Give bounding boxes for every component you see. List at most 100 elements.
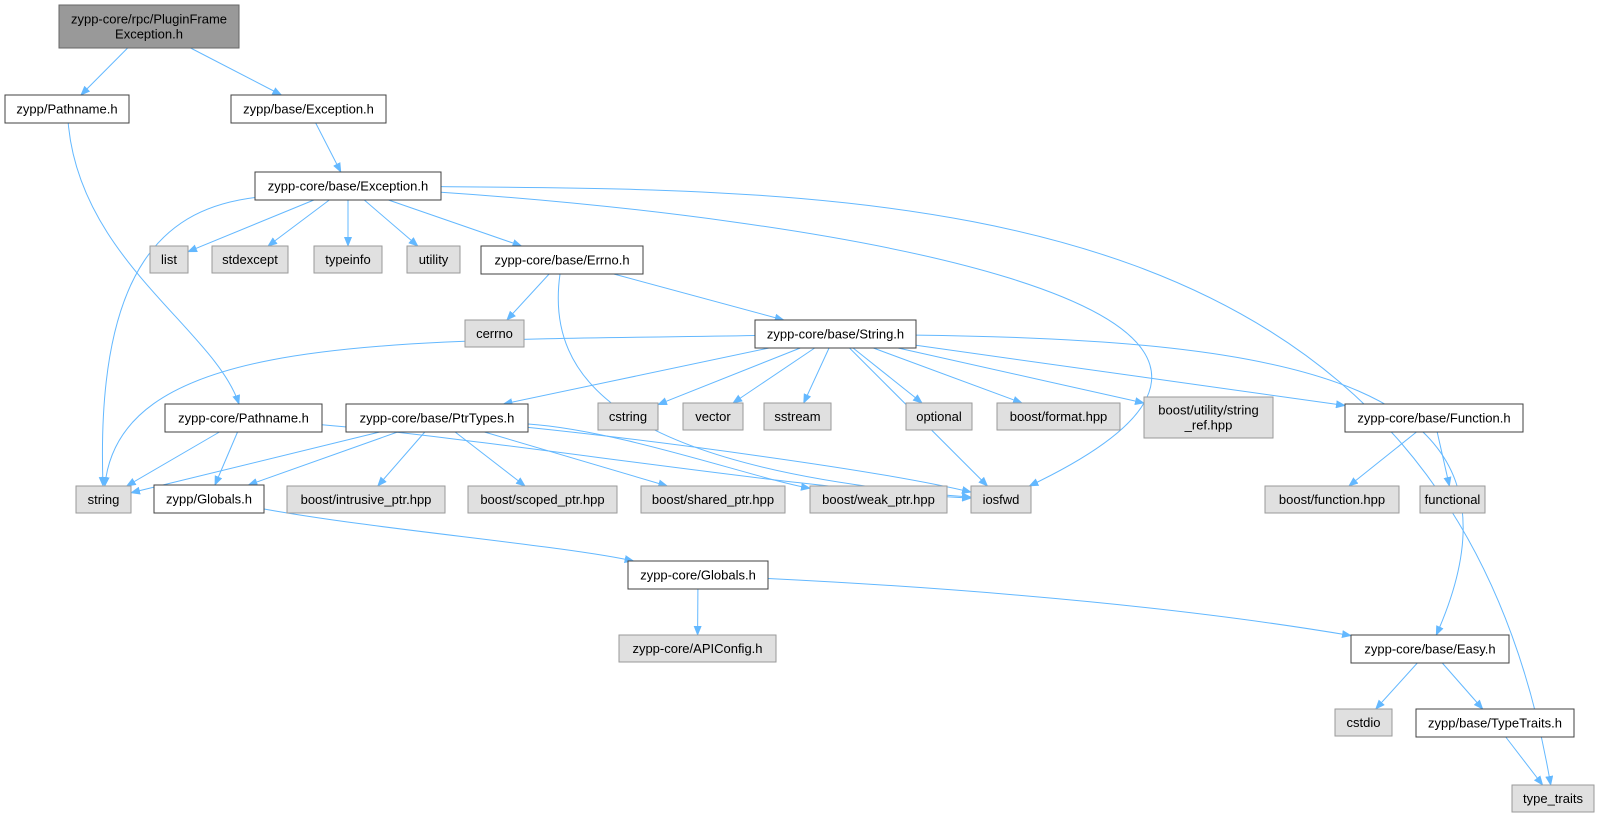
node-label: Exception.h bbox=[115, 27, 183, 42]
node-func[interactable]: zypp-core/base/Function.h bbox=[1344, 403, 1524, 433]
node-box bbox=[1350, 634, 1510, 664]
edge-strh-to-func bbox=[915, 344, 1346, 409]
node-label: zypp-core/base/Easy.h bbox=[1364, 642, 1495, 657]
edge-ptr-to-string bbox=[130, 431, 380, 495]
edge-zp_bexc-to-zc_bexc bbox=[315, 122, 342, 173]
node-stdexcept: stdexcept bbox=[211, 245, 289, 274]
edge-errno-to-cerrno bbox=[506, 273, 550, 321]
edge-zc_bexc-to-type_traits bbox=[440, 186, 1554, 786]
node-label: zypp/Pathname.h bbox=[16, 102, 117, 117]
node-strh[interactable]: zypp-core/base/String.h bbox=[754, 319, 917, 349]
node-bweak: boost/weak_ptr.hpp bbox=[809, 485, 948, 514]
edge-ptr-to-bweak bbox=[527, 423, 811, 491]
node-box bbox=[597, 402, 659, 431]
edge-strh-to-sstream bbox=[803, 347, 830, 404]
edge-easy-to-ttraits bbox=[1441, 662, 1484, 710]
node-ttraits[interactable]: zypp/base/TypeTraits.h bbox=[1415, 708, 1575, 738]
node-label: vector bbox=[695, 409, 731, 424]
node-box bbox=[480, 245, 644, 275]
edge-ptr-to-iosfwd bbox=[527, 426, 972, 494]
edge-zc_glob-to-easy bbox=[767, 577, 1352, 639]
node-label: boost/function.hpp bbox=[1279, 492, 1385, 507]
node-box bbox=[153, 484, 265, 514]
edge-zc_bexc-to-stdexcept bbox=[267, 199, 330, 247]
node-box bbox=[313, 245, 383, 274]
node-type_traits: type_traits bbox=[1511, 784, 1595, 813]
node-bformat: boost/format.hpp bbox=[996, 402, 1121, 431]
edge-strh-to-bformat bbox=[873, 347, 1023, 404]
node-label: functional bbox=[1425, 492, 1481, 507]
node-box bbox=[1143, 396, 1274, 439]
node-box bbox=[164, 403, 323, 433]
node-label: zypp-core/base/PtrTypes.h bbox=[360, 411, 515, 426]
node-box bbox=[211, 245, 289, 274]
node-label: boost/scoped_ptr.hpp bbox=[480, 492, 604, 507]
node-box bbox=[345, 403, 529, 433]
node-zp_bexc[interactable]: zypp/base/Exception.h bbox=[230, 94, 387, 124]
node-label: zypp-core/Pathname.h bbox=[178, 411, 309, 426]
edge-ptr-to-bintr bbox=[377, 431, 426, 487]
node-optional: optional bbox=[905, 402, 973, 431]
node-box bbox=[254, 171, 442, 201]
edge-strh-to-string bbox=[101, 334, 756, 487]
edge-func-to-bfunc bbox=[1348, 431, 1417, 487]
node-box bbox=[618, 634, 777, 663]
edge-zc_bexc-to-errno bbox=[388, 199, 523, 247]
node-errno[interactable]: zypp-core/base/Errno.h bbox=[480, 245, 644, 275]
node-bshared: boost/shared_ptr.hpp bbox=[640, 485, 786, 514]
node-label: list bbox=[161, 252, 177, 267]
node-label: zypp/Globals.h bbox=[166, 492, 252, 507]
edge-zc_bexc-to-list bbox=[187, 199, 315, 253]
node-zp_glob[interactable]: zypp/Globals.h bbox=[153, 484, 265, 514]
node-label: cerrno bbox=[476, 326, 513, 341]
node-ptr[interactable]: zypp-core/base/PtrTypes.h bbox=[345, 403, 529, 433]
node-box bbox=[809, 485, 948, 514]
node-box bbox=[682, 402, 744, 431]
node-list: list bbox=[149, 245, 189, 274]
node-bstrref: boost/utility/string_ref.hpp bbox=[1143, 396, 1274, 439]
node-box bbox=[627, 560, 769, 590]
edge-errno-to-iosfwd bbox=[557, 273, 972, 501]
node-label: type_traits bbox=[1523, 791, 1583, 806]
edge-strh-to-cstring bbox=[657, 347, 801, 406]
edge-strh-to-optional bbox=[852, 347, 923, 404]
node-box bbox=[763, 402, 832, 431]
node-label: zypp-core/base/Errno.h bbox=[494, 253, 629, 268]
node-box bbox=[1264, 485, 1400, 514]
node-bscoped: boost/scoped_ptr.hpp bbox=[467, 485, 618, 514]
edge-zc_bexc-to-iosfwd bbox=[440, 191, 1152, 487]
node-easy[interactable]: zypp-core/base/Easy.h bbox=[1350, 634, 1510, 664]
edge-ptr-to-zp_glob bbox=[247, 431, 398, 486]
node-box bbox=[905, 402, 973, 431]
edge-strh-to-bstrref bbox=[897, 347, 1145, 405]
node-box bbox=[1511, 784, 1595, 813]
edge-zc_path-to-zp_glob bbox=[214, 431, 238, 486]
node-label: iosfwd bbox=[983, 492, 1020, 507]
node-label: zypp-core/base/String.h bbox=[767, 327, 904, 342]
edge-zp_glob-to-zc_glob bbox=[263, 508, 635, 563]
node-box bbox=[1419, 485, 1486, 514]
edge-strh-to-easy bbox=[915, 334, 1464, 636]
node-bintr: boost/intrusive_ptr.hpp bbox=[286, 485, 446, 514]
edge-zc_path-to-string bbox=[125, 431, 220, 487]
edge-strh-to-vector bbox=[732, 347, 815, 404]
node-zc_path[interactable]: zypp-core/Pathname.h bbox=[164, 403, 323, 433]
node-cstdio: cstdio bbox=[1334, 708, 1393, 737]
node-zp_path[interactable]: zypp/Pathname.h bbox=[4, 94, 130, 124]
node-label: zypp-core/Globals.h bbox=[640, 568, 756, 583]
edge-ptr-to-bscoped bbox=[454, 431, 526, 487]
edge-func-to-functional bbox=[1436, 431, 1452, 487]
node-iosfwd: iosfwd bbox=[970, 485, 1032, 514]
node-zc_glob[interactable]: zypp-core/Globals.h bbox=[627, 560, 769, 590]
node-box bbox=[75, 485, 132, 514]
node-label: zypp-core/base/Exception.h bbox=[268, 179, 428, 194]
node-sstream: sstream bbox=[763, 402, 832, 431]
node-label: boost/shared_ptr.hpp bbox=[652, 492, 774, 507]
edge-zc_bexc-to-utility bbox=[363, 199, 419, 247]
node-zc_bexc[interactable]: zypp-core/base/Exception.h bbox=[254, 171, 442, 201]
node-cerrno: cerrno bbox=[464, 319, 525, 348]
node-label: zypp-core/base/Function.h bbox=[1357, 411, 1510, 426]
node-box bbox=[1334, 708, 1393, 737]
